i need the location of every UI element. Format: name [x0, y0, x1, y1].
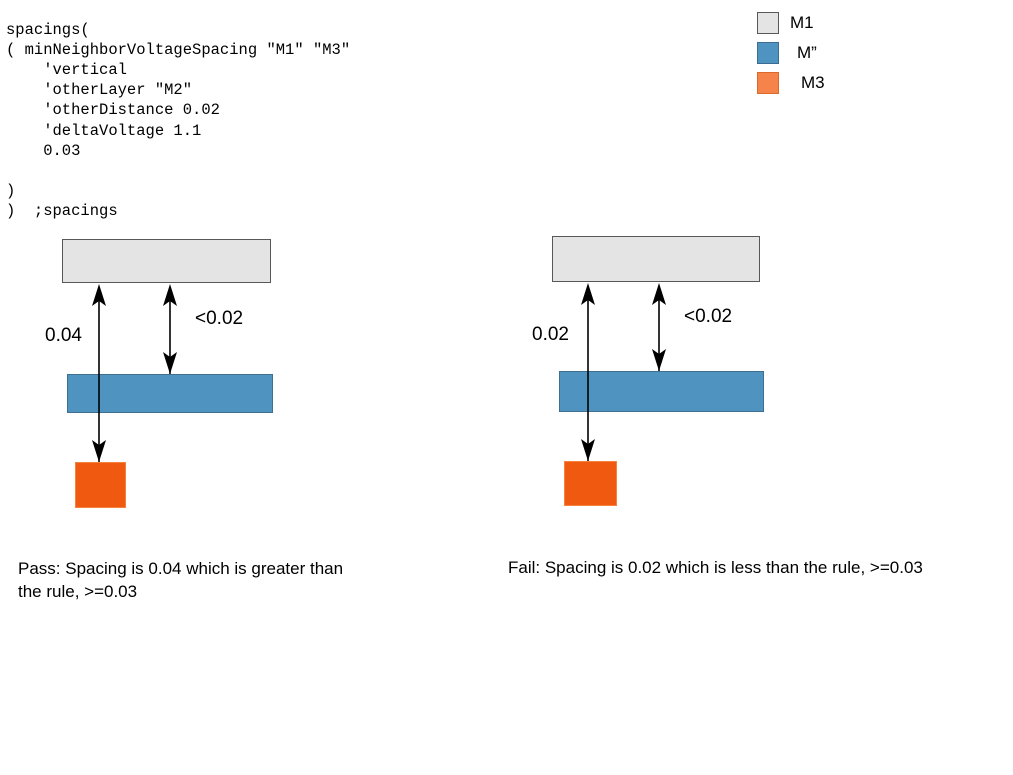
- layer-legend: M1 M” M3: [757, 8, 1007, 98]
- legend-item-m2: M”: [757, 38, 1007, 68]
- legend-item-m1: M1: [757, 8, 1007, 38]
- pass-layer-m2-box: [67, 374, 273, 413]
- legend-swatch-icon-m3: [757, 72, 779, 94]
- fail-m1-to-m2-label: <0.02: [684, 306, 733, 327]
- legend-label-m2: M”: [797, 43, 817, 62]
- pass-m1-to-m2-label: <0.02: [195, 308, 244, 329]
- rule-code-block: spacings( ( minNeighborVoltageSpacing "M…: [6, 20, 351, 221]
- fail-layer-m1-box: [552, 236, 760, 282]
- pass-m1-to-m2-arrow: [163, 284, 177, 374]
- pass-m1-to-m3-label: 0.04: [45, 325, 82, 346]
- pass-caption: Pass: Spacing is 0.04 which is greater t…: [18, 559, 344, 601]
- legend-swatch-icon-m2: [757, 42, 779, 64]
- legend-label-m3: M3: [801, 73, 825, 92]
- fail-layer-m2-box: [559, 371, 764, 412]
- legend-swatch-icon-m1: [757, 12, 779, 34]
- pass-m1-to-m3-arrow: [92, 284, 106, 462]
- fail-m1-to-m2-arrow: [652, 283, 666, 371]
- legend-item-m3: M3: [757, 68, 1007, 98]
- fail-m1-to-m3-label: 0.02: [532, 324, 569, 345]
- legend-label-m1: M1: [790, 13, 814, 32]
- pass-layer-m3-box: [75, 462, 126, 508]
- fail-caption: Fail: Spacing is 0.02 which is less than…: [508, 558, 923, 577]
- pass-layer-m1-box: [62, 239, 271, 283]
- fail-layer-m3-box: [564, 461, 617, 506]
